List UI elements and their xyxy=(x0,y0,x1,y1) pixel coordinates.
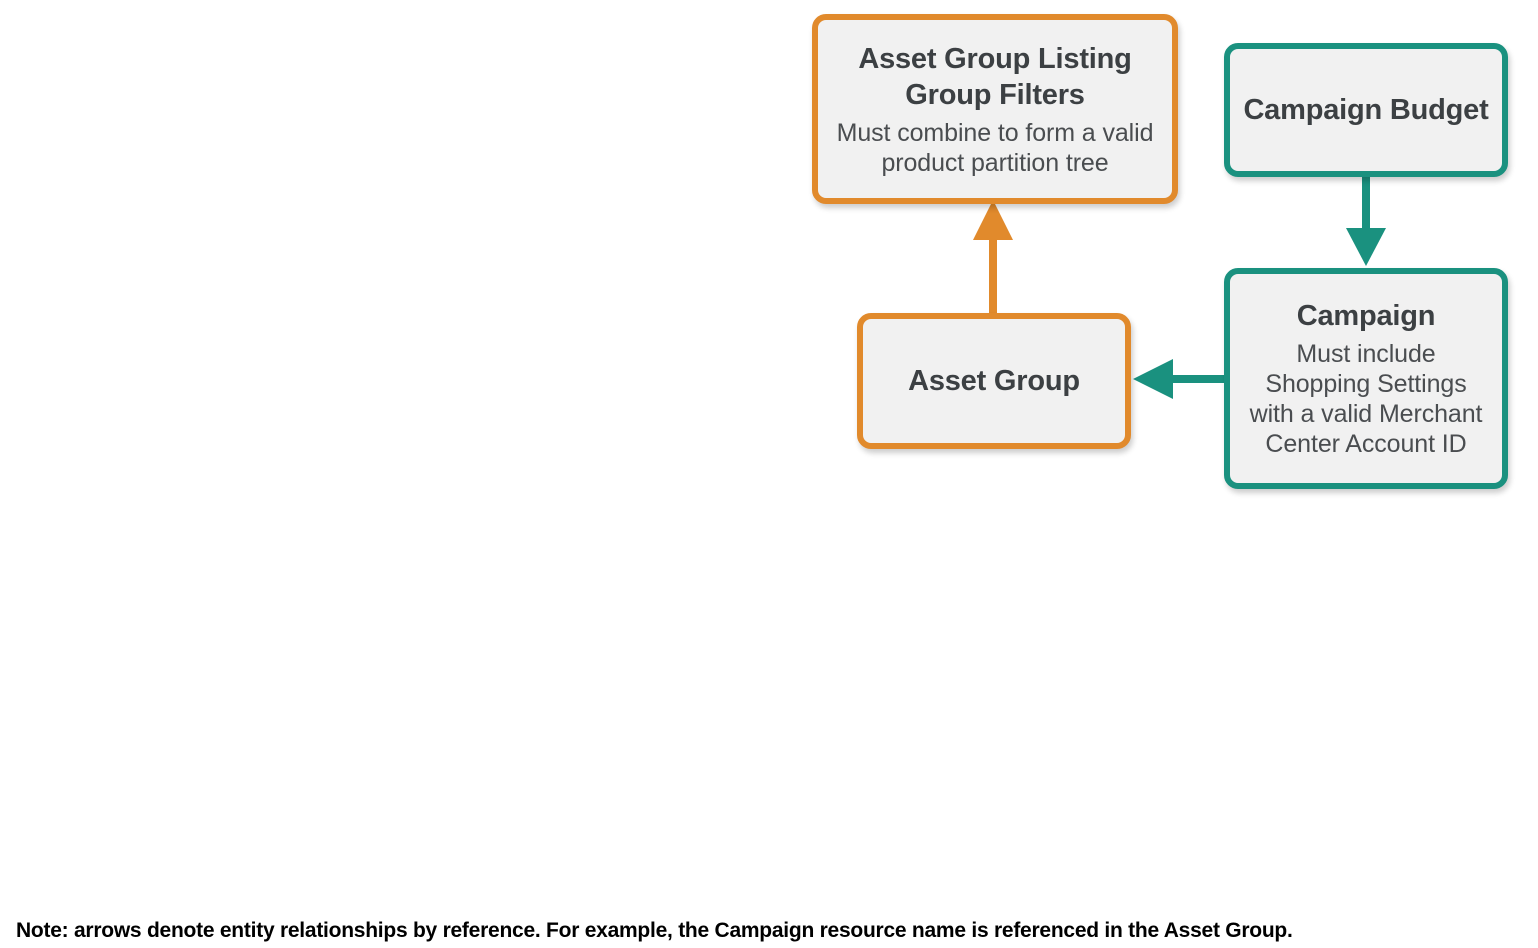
edge-asset-group-to-listing-group-filters xyxy=(973,200,1013,315)
node-title: Campaign xyxy=(1296,300,1436,332)
arrowhead-teal-left xyxy=(1133,359,1173,399)
node-campaign-budget[interactable]: Campaign Budget xyxy=(1224,43,1508,177)
node-title: Campaign Budget xyxy=(1243,94,1489,126)
edge-campaign-budget-to-campaign xyxy=(1346,175,1386,266)
arrowhead-orange-up xyxy=(973,200,1013,240)
diagram-note: Note: arrows denote entity relationships… xyxy=(16,919,1293,942)
arrowhead-teal-down xyxy=(1346,228,1386,266)
node-title: Asset Group xyxy=(908,365,1080,397)
node-campaign[interactable]: Campaign Must include Shopping Settings … xyxy=(1224,268,1508,489)
node-subtitle: Must include Shopping Settings with a va… xyxy=(1249,340,1483,458)
node-subtitle: Must combine to form a valid product par… xyxy=(836,118,1154,177)
node-title: Asset Group Listing Group Filters xyxy=(858,42,1132,111)
node-asset-group[interactable]: Asset Group xyxy=(857,313,1131,449)
node-asset-group-listing-group-filters[interactable]: Asset Group Listing Group Filters Must c… xyxy=(812,14,1178,204)
edge-campaign-to-asset-group xyxy=(1133,359,1226,399)
